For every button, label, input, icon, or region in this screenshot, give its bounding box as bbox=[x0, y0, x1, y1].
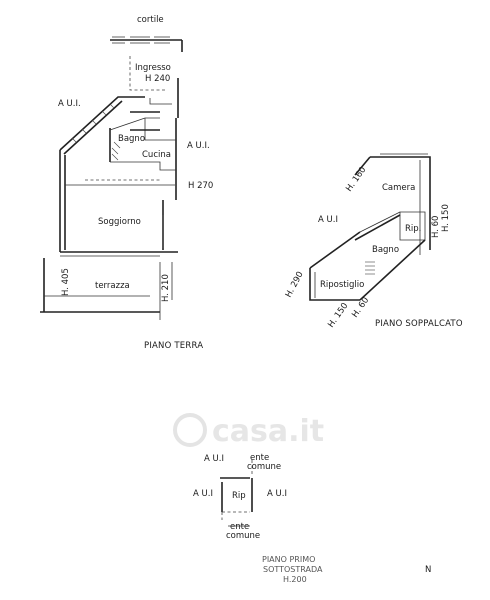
label-bagno: Bagno bbox=[118, 134, 145, 144]
mezzanine-plan: H. 160 Camera A U.I H. 150 H. 60 Rip. Ba… bbox=[284, 153, 463, 330]
label-cortile: cortile bbox=[137, 15, 164, 25]
label-ingresso: Ingresso bbox=[135, 63, 171, 73]
watermark: casa.it bbox=[173, 413, 324, 449]
label-h150-bottom: H. 150 bbox=[326, 301, 350, 330]
label-ente-bottom-2: comune bbox=[226, 531, 260, 541]
label-soggiorno: Soggiorno bbox=[98, 217, 141, 227]
label-h60-right: H. 60 bbox=[431, 216, 441, 238]
label-h160: H. 160 bbox=[344, 165, 368, 194]
label-bagno-mezz: Bagno bbox=[372, 245, 399, 255]
basement-plan: A U.I ente comune A U.I A U.I Rip ente c… bbox=[193, 453, 323, 584]
label-aui-right-basement: A U.I bbox=[267, 489, 287, 499]
basement-title-line1: PIANO PRIMO bbox=[262, 555, 315, 564]
label-h210: H. 210 bbox=[161, 274, 171, 302]
label-rip: Rip. bbox=[405, 224, 421, 234]
label-ripostiglio: Ripostiglio bbox=[320, 280, 364, 290]
label-h150-right: H. 150 bbox=[441, 204, 451, 232]
mezzanine-title: PIANO SOPPALCATO bbox=[375, 319, 463, 329]
ground-floor-plan: cortile Ingresso H 240 A U.I. Bagno Cuci… bbox=[40, 15, 213, 351]
label-aui-left-basement: A U.I bbox=[193, 489, 213, 499]
label-h240: H 240 bbox=[145, 74, 170, 84]
ground-floor-title: PIANO TERRA bbox=[144, 341, 203, 351]
label-aui-left: A U.I. bbox=[58, 99, 81, 109]
label-terrazza: terrazza bbox=[95, 281, 130, 291]
label-ente-bottom-1: ente bbox=[230, 522, 249, 532]
label-h290: H. 290 bbox=[284, 270, 306, 299]
label-h270: H 270 bbox=[188, 181, 213, 191]
label-ente-top-1: ente bbox=[250, 453, 269, 463]
watermark-text: casa.it bbox=[212, 414, 324, 449]
label-ente-top-2: comune bbox=[247, 462, 281, 472]
label-cucina: Cucina bbox=[142, 150, 171, 160]
north-indicator: N bbox=[425, 565, 431, 575]
label-aui-right: A U.I. bbox=[187, 141, 210, 151]
label-aui-top: A U.I bbox=[204, 454, 224, 464]
label-camera: Camera bbox=[382, 183, 415, 193]
basement-height: H.200 bbox=[283, 575, 307, 584]
label-aui: A U.I bbox=[318, 215, 338, 225]
label-rip-basement: Rip bbox=[232, 491, 246, 501]
label-h405: H. 405 bbox=[61, 268, 71, 296]
basement-title-line2: SOTTOSTRADA bbox=[263, 565, 323, 574]
